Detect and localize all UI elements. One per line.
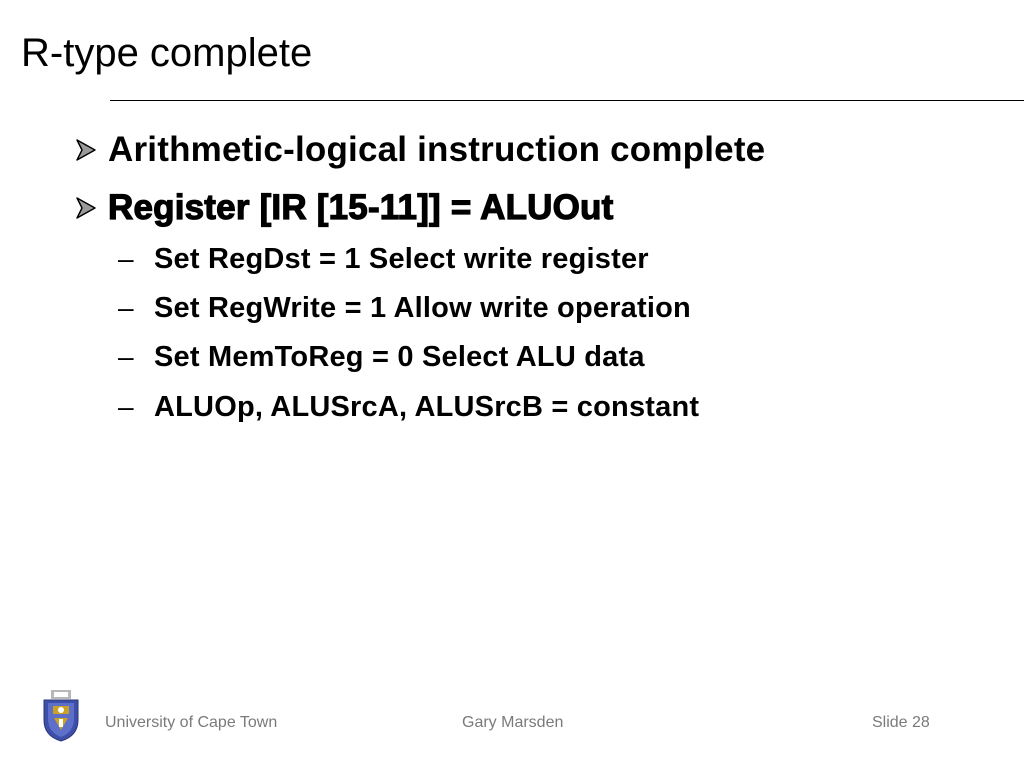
- bullet-text: Register [IR [15-11]] = ALUOut: [107, 187, 614, 227]
- arrowhead-bullet-icon: [74, 138, 108, 162]
- footer-institution: University of Cape Town: [105, 714, 278, 731]
- arrowhead-bullet-icon: [74, 196, 108, 220]
- sub-bullet-text: ALUOp, ALUSrcA, ALUSrcB = constant: [154, 391, 700, 423]
- title-divider: [110, 100, 1024, 101]
- bullet-item: Arithmetic-logical instruction complete: [74, 130, 765, 170]
- dash-bullet-icon: –: [118, 292, 134, 323]
- sub-bullet-item: – Set RegDst = 1 Select write register: [118, 241, 649, 277]
- bullet-text: Arithmetic-logical instruction complete: [108, 130, 766, 169]
- dash-bullet-icon: –: [118, 341, 134, 372]
- sub-bullet-text: Set MemToReg = 0 Select ALU data: [154, 341, 645, 373]
- sub-bullet-text: Set RegDst = 1 Select write register: [154, 243, 649, 275]
- sub-bullet-item: – Set MemToReg = 0 Select ALU data: [118, 339, 645, 375]
- university-crest-icon: [42, 690, 80, 742]
- dash-bullet-icon: –: [118, 391, 134, 422]
- sub-bullet-item: – ALUOp, ALUSrcA, ALUSrcB = constant: [118, 389, 699, 425]
- footer-slide-number: Slide 28: [872, 714, 930, 731]
- slide-title: R-type complete: [21, 31, 313, 75]
- dash-bullet-icon: –: [118, 243, 134, 274]
- bullet-item: Register [IR [15-11]] = ALUOut: [74, 187, 614, 228]
- footer-author: Gary Marsden: [462, 714, 564, 731]
- sub-bullet-text: Set RegWrite = 1 Allow write operation: [154, 292, 691, 324]
- sub-bullet-item: – Set RegWrite = 1 Allow write operation: [118, 290, 691, 326]
